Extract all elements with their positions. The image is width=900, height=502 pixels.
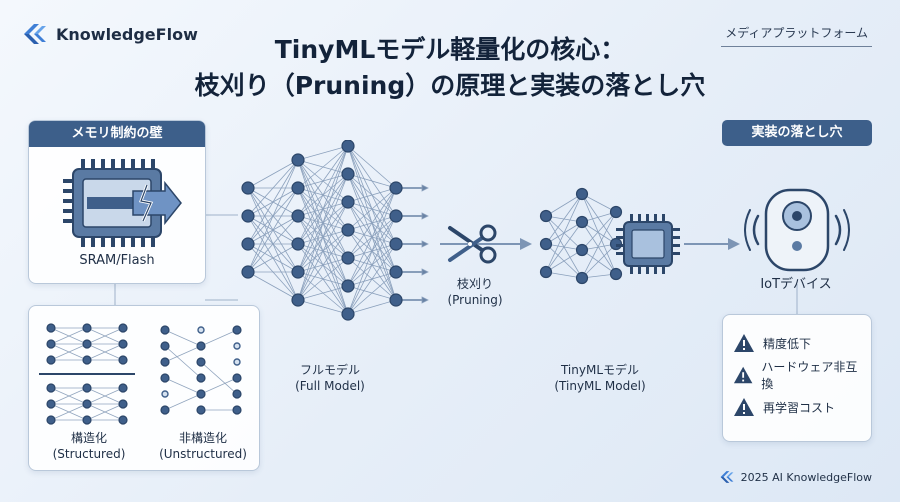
network-node (389, 265, 403, 279)
network-node (291, 209, 305, 223)
network-node (241, 237, 255, 251)
full-model-label: フルモデル (Full Model) (270, 362, 390, 394)
footer: 2025 AI KnowledgeFlow (719, 470, 872, 484)
network-node (389, 209, 403, 223)
network-node (575, 271, 589, 285)
network-node (341, 167, 355, 181)
network-node (291, 237, 305, 251)
tinyml-chip-icon (616, 214, 680, 274)
pruning-types-panel: 構造化 (Structured) 非構造化 (Unstructured) (28, 305, 260, 471)
unstructured-label-jp: 非構造化 (178, 431, 227, 445)
footer-text: 2025 AI KnowledgeFlow (740, 470, 872, 484)
pruning-step-label-en: (Pruning) (447, 293, 503, 307)
page-title: TinyMLモデル軽量化の核心： 枝刈り（Pruning）の原理と実装の落とし穴 (0, 32, 900, 104)
network-node (341, 195, 355, 209)
network-node (575, 215, 589, 229)
unstructured-label: 非構造化 (Unstructured) (149, 430, 257, 462)
unstructured-label-en: (Unstructured) (159, 447, 247, 461)
pitfall-item: 再学習コスト (733, 391, 861, 423)
iot-device-label: IoTデバイス (760, 277, 832, 292)
network-node (341, 223, 355, 237)
network-node (341, 279, 355, 293)
network-node (389, 293, 403, 307)
memory-chip-label: SRAM/Flash (79, 253, 155, 268)
title-line-2: 枝刈り（Pruning）の原理と実装の落とし穴 (194, 71, 706, 100)
pitfall-item: ハードウェア非互換 (733, 359, 861, 391)
pruning-step-label: 枝刈り (Pruning) (430, 276, 520, 308)
full-model-network (241, 140, 429, 321)
network-node (575, 243, 589, 257)
network-node (341, 251, 355, 265)
network-node (241, 181, 255, 195)
structured-pruning-network (39, 323, 135, 425)
tinyml-model-label-jp: TinyMLモデル (560, 363, 640, 377)
full-model-label-en: (Full Model) (295, 379, 365, 393)
network-node (291, 153, 305, 167)
tinyml-model-label-en: (TinyML Model) (554, 379, 646, 393)
network-node (291, 293, 305, 307)
scissors-icon (448, 224, 497, 264)
memory-chip-icon (63, 159, 182, 247)
network-node (291, 265, 305, 279)
full-model-label-jp: フルモデル (299, 363, 360, 377)
network-node (539, 209, 553, 223)
pitfalls-panel: 精度低下 ハードウェア非互換 再学習コスト (722, 314, 872, 442)
structured-label-jp: 構造化 (70, 431, 107, 445)
structured-label: 構造化 (Structured) (37, 430, 141, 462)
tinyml-model-label: TinyMLモデル (TinyML Model) (540, 362, 660, 394)
network-node (341, 307, 355, 321)
network-node (241, 265, 255, 279)
brand-name: KnowledgeFlow (56, 24, 198, 44)
title-line-1: TinyMLモデル軽量化の核心： (274, 35, 626, 64)
knowledgeflow-logo-icon (720, 471, 734, 483)
memory-constraint-panel: メモリ制約の壁 SRAM/Flash (28, 120, 206, 284)
media-platform-label: メディアプラットフォーム (721, 24, 872, 47)
structured-label-en: (Structured) (52, 447, 126, 461)
knowledgeflow-logo-icon (24, 24, 46, 44)
pitfall-text: ハードウェア非互換 (761, 360, 858, 391)
network-node (389, 181, 403, 195)
warning-icon (734, 334, 754, 352)
pitfall-text: 精度低下 (763, 336, 812, 351)
warning-icon (733, 366, 753, 384)
network-node (575, 187, 589, 201)
unstructured-pruning-network (160, 325, 242, 415)
network-node (539, 265, 553, 279)
pitfall-item: 精度低下 (733, 327, 861, 359)
network-node (539, 237, 553, 251)
pitfalls-header: 実装の落とし穴 (722, 120, 872, 146)
warning-icon (734, 398, 754, 416)
memory-constraint-header: メモリ制約の壁 (29, 121, 205, 147)
network-node (341, 140, 355, 153)
network-node (241, 209, 255, 223)
network-node (609, 267, 623, 281)
network-node (609, 205, 623, 219)
network-node (291, 181, 305, 195)
network-node (389, 237, 403, 251)
iot-device-icon (744, 188, 850, 272)
pitfall-text: 再学習コスト (763, 400, 836, 415)
pruning-step-label-jp: 枝刈り (456, 277, 493, 291)
brand: KnowledgeFlow (22, 22, 198, 46)
